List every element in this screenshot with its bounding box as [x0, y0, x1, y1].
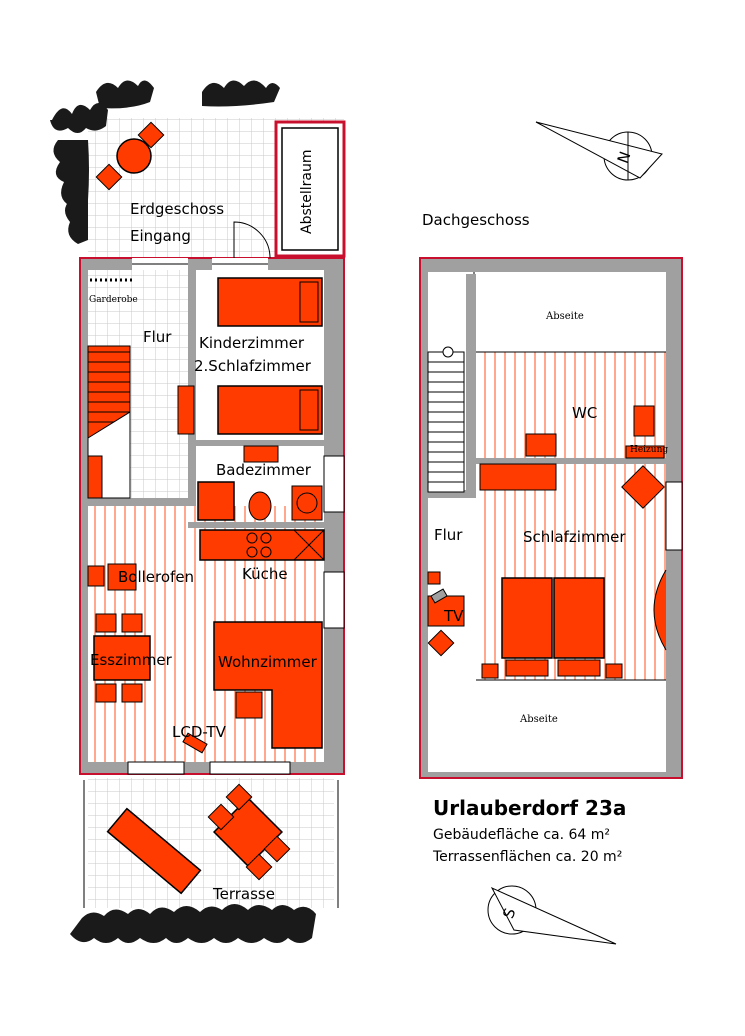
dining-label: Esszimmer: [90, 651, 172, 669]
wc-sink: [525, 433, 557, 457]
top-floor-heading: Dachgeschoss: [422, 211, 530, 229]
dining-set: [93, 613, 151, 703]
second-bedroom-label: 2.Schlafzimmer: [194, 357, 311, 375]
compass-south: [487, 885, 617, 945]
tv-label: LCD-TV: [172, 723, 226, 741]
kids-beds: [177, 277, 323, 435]
heating-label: Heizung: [630, 445, 669, 455]
wc-label: WC: [572, 404, 598, 422]
entrance-table: [95, 121, 165, 191]
top-floor: [419, 257, 683, 779]
sofa: [213, 621, 323, 749]
hall-label: Flur: [143, 328, 172, 346]
attic-top-label: Abseite: [546, 311, 584, 322]
wardrobe-label: Garderobe: [89, 295, 138, 305]
storage-label: Abstellraum: [299, 149, 315, 235]
attic-staircase: [427, 346, 465, 493]
tv-unit: [182, 732, 208, 754]
stove: [107, 563, 137, 591]
tv-corner: [427, 571, 465, 657]
hedge-top: [50, 80, 280, 244]
wc-toilet: [633, 405, 655, 437]
attic-hall-label: Flur: [434, 526, 463, 544]
kitchen-label: Küche: [242, 565, 288, 583]
ground-floor: [50, 80, 346, 943]
double-bed: [481, 577, 623, 679]
terrace-label: Terrasse: [213, 885, 275, 903]
kids-room-label: Kinderzimmer: [199, 334, 305, 352]
building-area: Gebäudefläche ca. 64 m²: [433, 827, 611, 843]
kitchen-counter: [199, 529, 325, 561]
stove-label: Bollerofen: [118, 568, 195, 586]
hedge-bottom: [70, 904, 316, 943]
ground-floor-heading: Erdgeschoss: [130, 200, 225, 218]
staircase: [87, 345, 131, 499]
attic-bottom-label: Abseite: [520, 714, 558, 725]
terrace-table: [207, 783, 291, 881]
bathroom-label: Badezimmer: [216, 461, 311, 479]
sun-lounger: [106, 807, 202, 895]
bathroom-fixtures: [197, 445, 323, 521]
wardrobe-top: [479, 463, 557, 491]
terrace-area: Terrassenflächen ca. 20 m²: [433, 849, 623, 865]
living-label: Wohnzimmer: [218, 653, 317, 671]
entrance-label: Eingang: [130, 227, 191, 245]
attic-tv-label: TV: [444, 607, 464, 625]
heating-unit: [625, 445, 665, 459]
property-title: Urlauberdorf 23a: [433, 796, 627, 820]
bedroom-label: Schlafzimmer: [523, 528, 626, 546]
compass-north: [535, 121, 663, 181]
